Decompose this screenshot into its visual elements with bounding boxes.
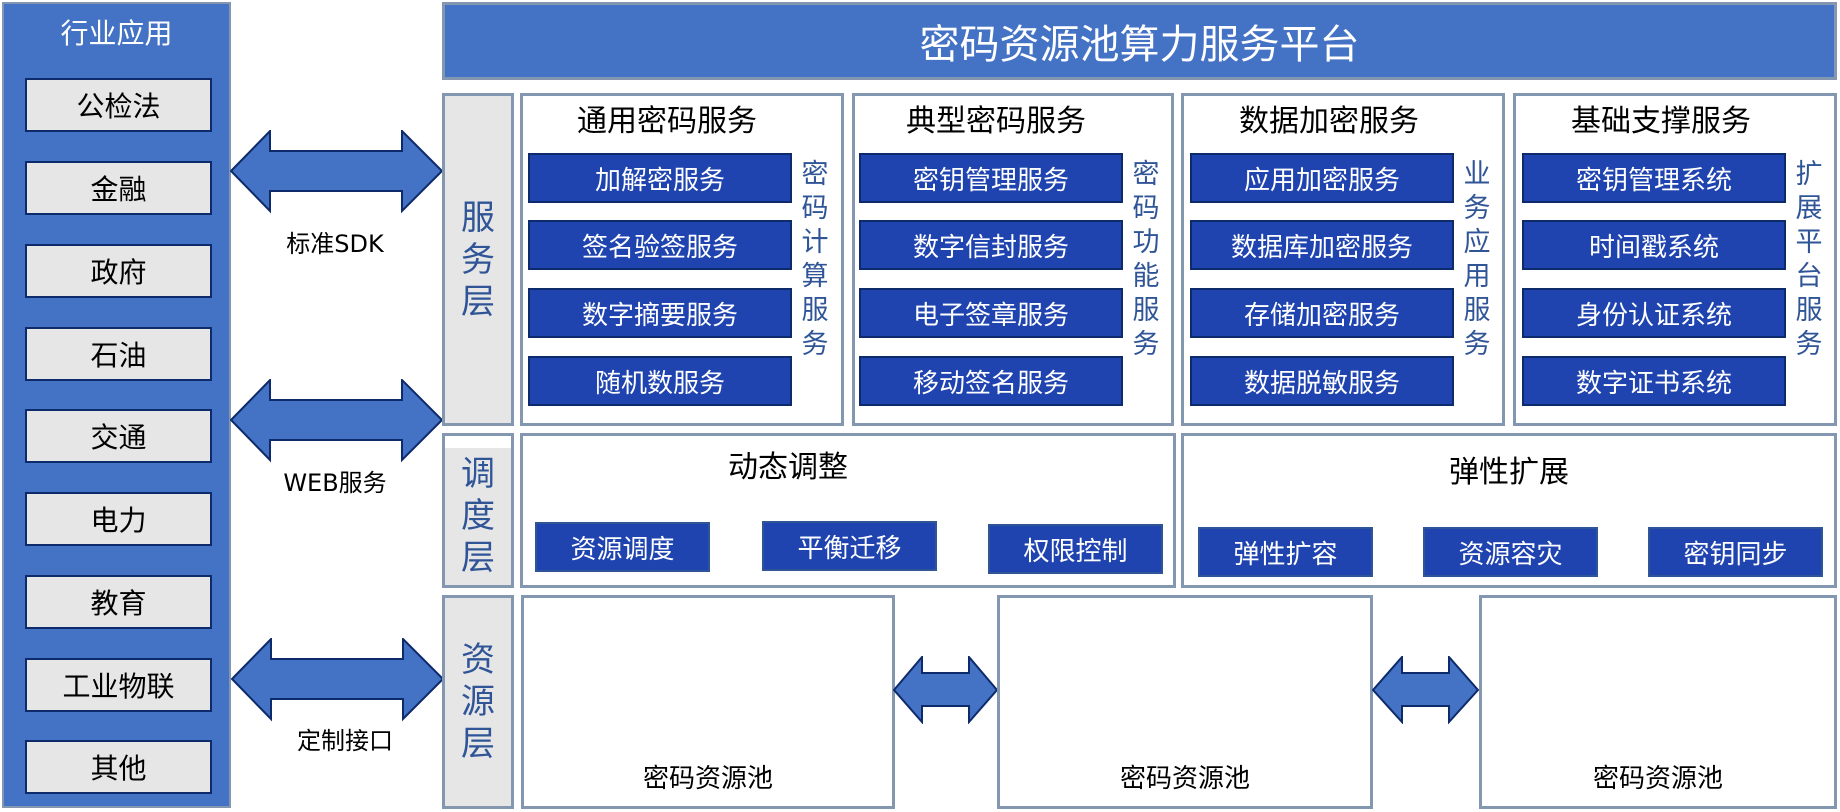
service-button[interactable]: 数据脱敏服务	[1190, 356, 1454, 406]
schedule-button[interactable]: 密钥同步	[1648, 527, 1823, 577]
service-button[interactable]: 加解密服务	[528, 153, 792, 203]
group-title: 典型密码服务	[906, 104, 1086, 139]
service-button[interactable]: 身份认证系统	[1522, 288, 1786, 338]
schedule-button[interactable]: 资源容灾	[1423, 527, 1598, 577]
sidebar-item-iiot[interactable]: 工业物联	[25, 658, 212, 712]
service-button[interactable]: 签名验签服务	[528, 220, 792, 270]
sidebar-title: 行业应用	[60, 17, 173, 50]
sidebar-item-education[interactable]: 教育	[25, 575, 212, 629]
service-group-data-encryption: 数据加密服务 应用加密服务 数据库加密服务 存储加密服务 数据脱敏服务 业务应用…	[1181, 93, 1505, 426]
sidebar-item-petroleum[interactable]: 石油	[25, 327, 212, 381]
sidebar-item-other[interactable]: 其他	[25, 740, 212, 794]
group-title: 数据加密服务	[1239, 104, 1419, 139]
schedule-button[interactable]: 平衡迁移	[762, 521, 937, 571]
service-button[interactable]: 数字摘要服务	[528, 288, 792, 338]
service-button[interactable]: 密钥管理系统	[1522, 153, 1786, 203]
layer-label-text: 服务层	[461, 197, 495, 322]
double-arrow-icon	[1372, 656, 1480, 724]
section-title: 动态调整	[728, 450, 848, 485]
layer-label-text: 资源层	[461, 640, 495, 764]
sidebar-item-public-security[interactable]: 公检法	[25, 78, 212, 132]
service-button[interactable]: 随机数服务	[528, 356, 792, 406]
resource-pool: 密码资源池	[521, 595, 895, 809]
section-title: 弹性扩展	[1449, 455, 1569, 490]
schedule-section-elastic-expand: 弹性扩展 弹性扩容 资源容灾 密钥同步	[1181, 433, 1837, 588]
layer-label-schedule: 调度层	[442, 433, 514, 588]
sidebar-item-transport[interactable]: 交通	[25, 409, 212, 463]
pool-label: 密码资源池	[1119, 764, 1250, 794]
sidebar-item-government[interactable]: 政府	[25, 244, 212, 298]
service-button[interactable]: 数据库加密服务	[1190, 220, 1454, 270]
service-button[interactable]: 时间戳系统	[1522, 220, 1786, 270]
layer-label-service: 服务层	[442, 93, 514, 426]
group-side-label: 扩展平台服务	[1795, 159, 1823, 360]
schedule-button[interactable]: 权限控制	[988, 524, 1163, 574]
service-button[interactable]: 密钥管理服务	[859, 153, 1123, 203]
service-group-basic-support: 基础支撑服务 密钥管理系统 时间戳系统 身份认证系统 数字证书系统 扩展平台服务	[1513, 93, 1837, 426]
schedule-button[interactable]: 弹性扩容	[1198, 527, 1373, 577]
resource-pool: 密码资源池	[1479, 595, 1837, 809]
connector-label-sdk: 标准SDK	[286, 230, 384, 258]
group-side-label: 密码计算服务	[801, 159, 829, 360]
platform-title: 密码资源池算力服务平台	[442, 2, 1837, 80]
double-arrow-icon	[231, 638, 445, 722]
connector-label-custom: 定制接口	[297, 727, 393, 755]
group-title: 通用密码服务	[577, 104, 757, 139]
group-title: 基础支撑服务	[1571, 104, 1751, 139]
double-arrow-icon	[893, 656, 999, 724]
service-button[interactable]: 应用加密服务	[1190, 153, 1454, 203]
service-group-typical-crypto: 典型密码服务 密钥管理服务 数字信封服务 电子签章服务 移动签名服务 密码功能服…	[852, 93, 1174, 426]
pool-label: 密码资源池	[1592, 764, 1723, 794]
service-group-general-crypto: 通用密码服务 加解密服务 签名验签服务 数字摘要服务 随机数服务 密码计算服务	[520, 93, 844, 426]
service-button[interactable]: 数字信封服务	[859, 220, 1123, 270]
schedule-button[interactable]: 资源调度	[535, 522, 710, 572]
service-button[interactable]: 电子签章服务	[859, 288, 1123, 338]
layer-label-text: 调度层	[461, 453, 495, 578]
sidebar-item-power[interactable]: 电力	[25, 492, 212, 546]
service-button[interactable]: 移动签名服务	[859, 356, 1123, 406]
group-side-label: 密码功能服务	[1132, 159, 1160, 360]
schedule-section-dynamic-adjust: 动态调整 资源调度 平衡迁移 权限控制	[520, 433, 1176, 588]
connector-label-web: WEB服务	[283, 469, 387, 497]
industry-sidebar: 行业应用 公检法 金融 政府 石油 交通 电力 教育 工业物联 其他	[2, 2, 231, 808]
group-side-label: 业务应用服务	[1463, 159, 1491, 360]
service-button[interactable]: 数字证书系统	[1522, 356, 1786, 406]
service-button[interactable]: 存储加密服务	[1190, 288, 1454, 338]
double-arrow-icon	[230, 379, 444, 463]
resource-pool: 密码资源池	[997, 595, 1373, 809]
sidebar-item-finance[interactable]: 金融	[25, 161, 212, 215]
pool-label: 密码资源池	[642, 764, 773, 794]
double-arrow-icon	[230, 130, 444, 214]
layer-label-resource: 资源层	[442, 595, 514, 809]
